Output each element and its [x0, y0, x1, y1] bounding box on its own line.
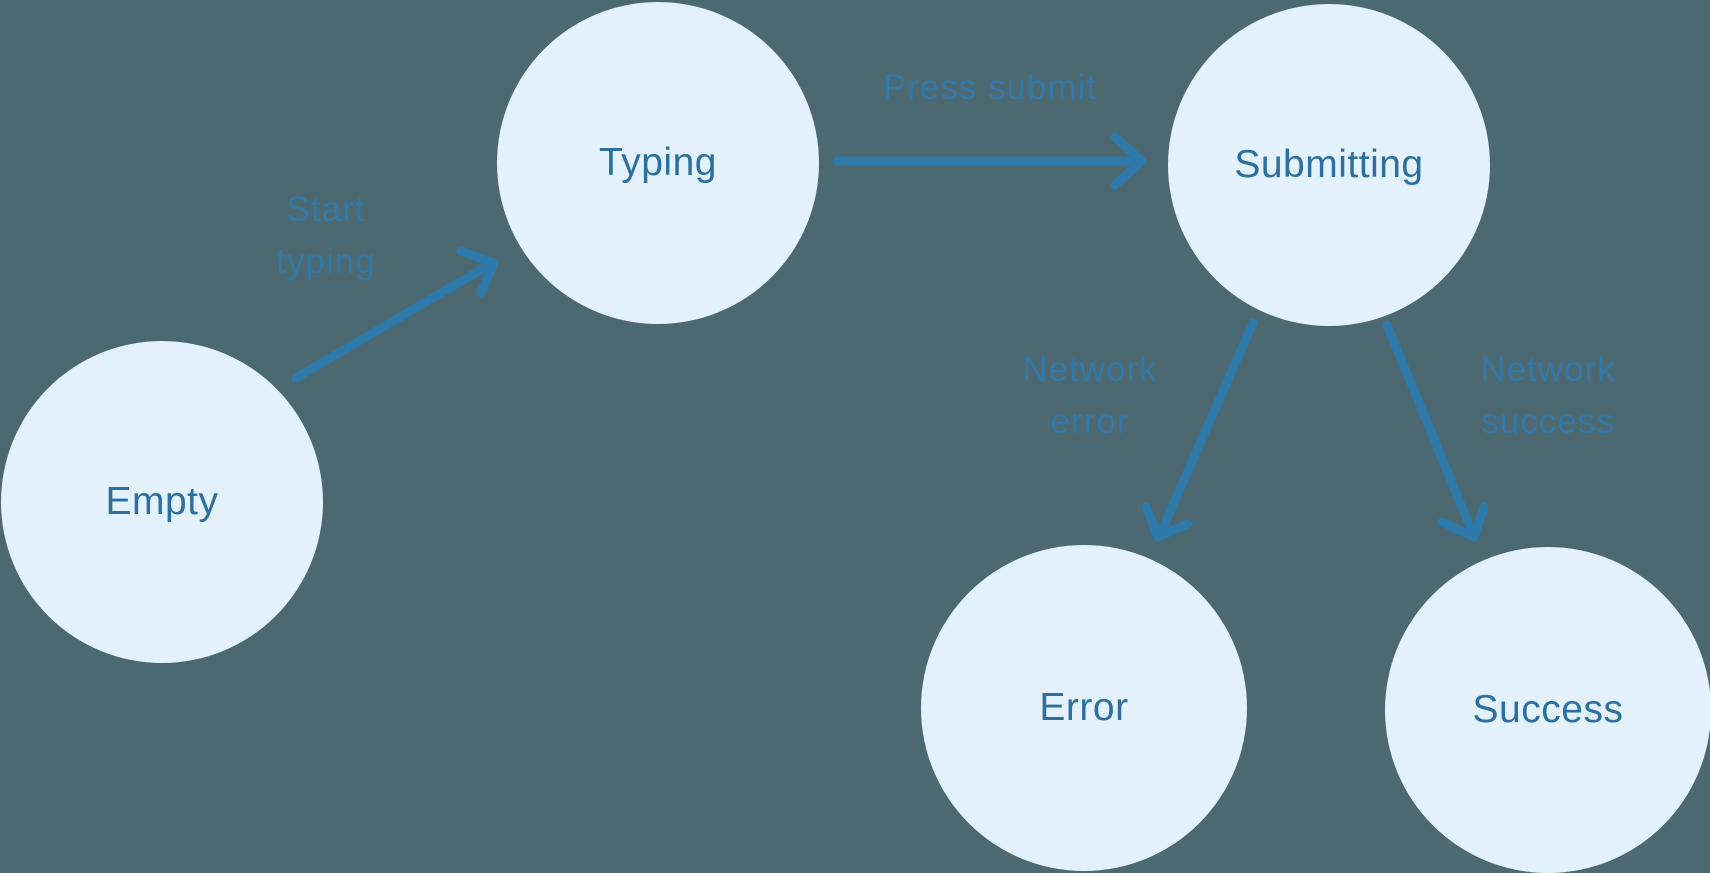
transition-label-line: success	[1481, 402, 1615, 441]
state-node-success-label: Success	[1472, 688, 1624, 731]
transition-label-network-error: Network error	[1022, 344, 1157, 448]
state-node-error-label: Error	[1039, 686, 1129, 729]
state-node-success: Success	[1385, 547, 1710, 873]
state-node-empty-label: Empty	[105, 480, 219, 523]
arrow-network-error	[1141, 318, 1258, 542]
transition-label-start-typing: Start typing	[276, 184, 375, 288]
arrow-network-success	[1382, 320, 1489, 542]
transition-label-press-submit: Press submit	[883, 62, 1097, 114]
arrow-head	[456, 246, 499, 298]
state-node-submitting-label: Submitting	[1234, 143, 1424, 186]
transition-label-line: Start	[286, 190, 366, 229]
state-node-empty: Empty	[1, 341, 323, 663]
transition-label-line: error	[1050, 402, 1130, 441]
arrow-head	[1437, 502, 1489, 542]
transition-label-network-success: Network success	[1480, 344, 1615, 448]
state-node-typing-label: Typing	[599, 141, 717, 184]
arrow-head	[1110, 132, 1147, 190]
transition-label-line: typing	[276, 242, 376, 281]
transition-label-line: Network	[1480, 350, 1616, 389]
arrow-head	[1141, 502, 1193, 542]
arrow-press-submit	[832, 132, 1147, 190]
state-node-typing: Typing	[497, 2, 819, 324]
transition-label-line: Press submit	[882, 68, 1098, 107]
state-node-error: Error	[921, 545, 1247, 871]
transition-label-line: Network	[1022, 350, 1158, 389]
arrow-shaft	[1157, 318, 1258, 535]
arrow-shaft	[1382, 320, 1476, 534]
state-node-submitting: Submitting	[1168, 4, 1490, 326]
